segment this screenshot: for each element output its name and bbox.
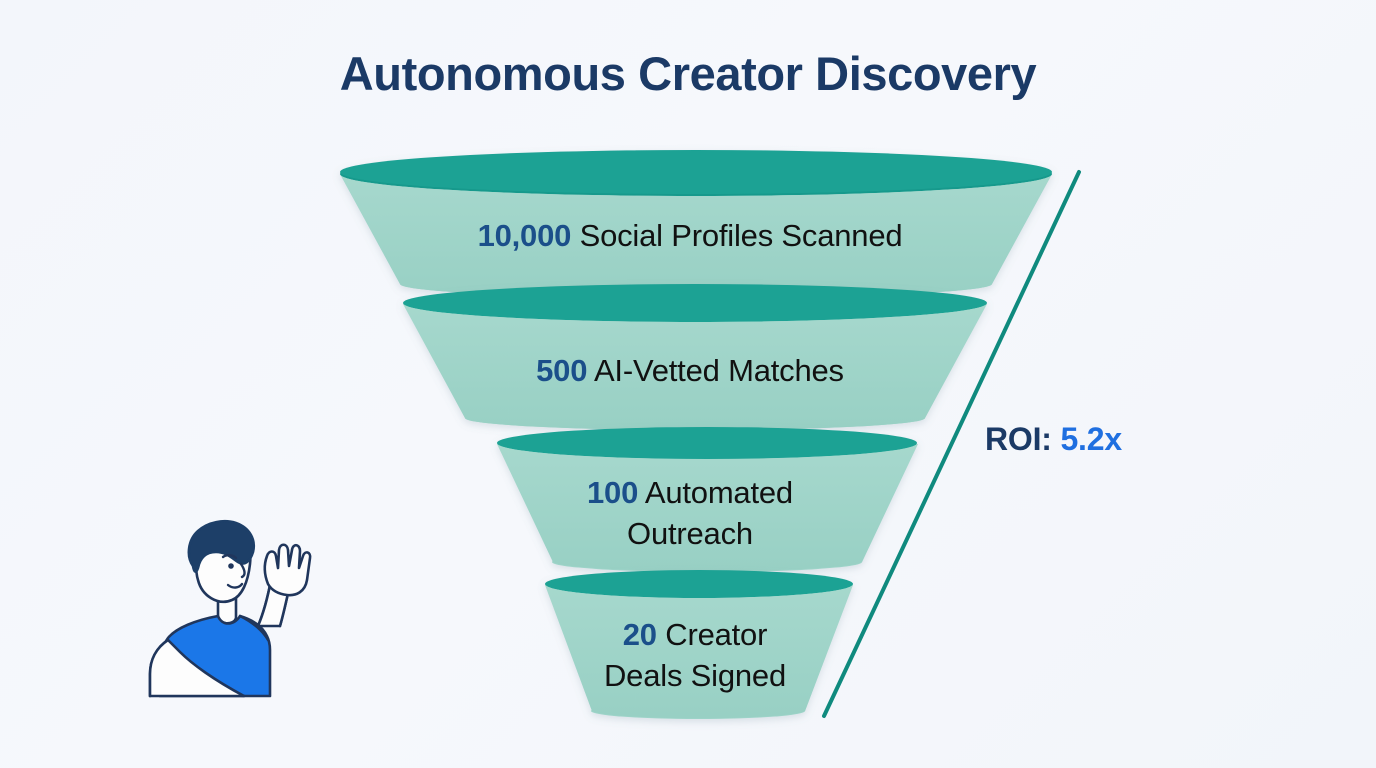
funnel-stage-2-label: 500 AI-Vetted Matches — [440, 350, 940, 391]
hair — [187, 519, 256, 573]
funnel-stage-1-text: Social Profiles Scanned — [571, 218, 903, 253]
accent-diagonal-line — [822, 170, 1081, 718]
funnel-stage-4-text-line2: Deals Signed — [604, 658, 786, 693]
waving-person-illustration — [148, 519, 312, 698]
left-arm — [148, 638, 246, 698]
roi-value: 5.2x — [1060, 421, 1122, 457]
funnel-stage-4-label: 20 Creator Deals Signed — [540, 614, 850, 696]
funnel-stage-3-text: Automated — [638, 475, 793, 510]
eye — [228, 563, 234, 569]
funnel-stage-3-value: 100 — [587, 475, 639, 510]
funnel-stage-3-label: 100 Automated Outreach — [500, 472, 880, 554]
funnel-stage-4-text: Creator — [656, 617, 768, 652]
funnel-stage-2-value: 500 — [536, 353, 588, 388]
waving-hand — [263, 543, 312, 597]
funnel-stage-4-value: 20 — [622, 617, 657, 652]
roi-label: ROI: — [985, 421, 1052, 457]
funnel-stage-2[interactable] — [403, 284, 987, 430]
funnel-stage-2-text: AI-Vetted Matches — [587, 353, 844, 388]
funnel-stage-1-label: 10,000 Social Profiles Scanned — [380, 215, 1000, 256]
funnel-stage-3[interactable] — [497, 427, 918, 572]
funnel-stage-3-text-line2: Outreach — [627, 516, 753, 551]
page-title: Autonomous Creator Discovery — [339, 47, 1037, 100]
funnel-stage-1[interactable] — [340, 150, 1052, 298]
roi-callout: ROI: 5.2x — [985, 421, 1122, 458]
funnel-stage-1-value: 10,000 — [477, 218, 572, 253]
funnel-stage-4[interactable] — [545, 570, 853, 719]
